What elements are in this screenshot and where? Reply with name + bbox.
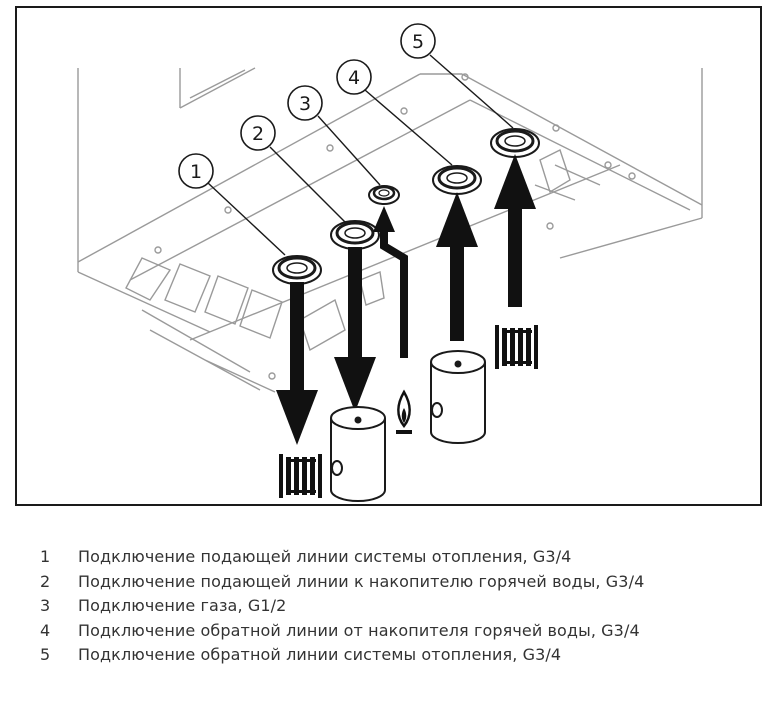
- legend-number: 5: [40, 645, 51, 664]
- leader-lines: [207, 54, 514, 256]
- fitting-3: [368, 185, 400, 205]
- arrow-down-2: [334, 247, 376, 412]
- legend-row: 5 Подключение обратной линии системы ото…: [40, 643, 770, 668]
- fitting-2: [330, 220, 380, 250]
- legend-text: Подключение подающей линии к накопителю …: [78, 571, 645, 591]
- callout-3-number: 3: [299, 93, 311, 115]
- radiator-icon: [279, 454, 322, 498]
- fitting-4: [432, 165, 482, 195]
- arrow-down-1: [276, 282, 318, 445]
- callout-1: 1: [178, 153, 214, 189]
- callout-1-number: 1: [190, 161, 202, 183]
- fitting-1: [272, 255, 322, 285]
- boiler-connections-diagram: 1 2 3 4 5: [77, 23, 703, 502]
- diagram-frame: [15, 6, 762, 506]
- gas-flame-icon: [396, 389, 412, 434]
- hot-water-tank-icon: [430, 350, 486, 444]
- arrow-up-5: [494, 154, 536, 307]
- legend-number: 1: [40, 547, 51, 566]
- legend-number: 4: [40, 620, 51, 640]
- fitting-5: [490, 128, 540, 158]
- callout-5: 5: [400, 23, 436, 59]
- legend-row: 3 Подключение газа, G1/2: [40, 594, 770, 619]
- legend-text: Подключение обратной линии от накопителя…: [78, 620, 640, 640]
- callout-4: 4: [336, 59, 372, 95]
- legend-number: 2: [40, 571, 51, 591]
- legend-text: Подключение обратной линии системы отопл…: [78, 645, 562, 664]
- legend-number: 3: [40, 596, 51, 615]
- legend-row: 2 Подключение подающей линии к накопител…: [40, 570, 770, 595]
- callout-3: 3: [287, 85, 323, 121]
- boiler-underside: [77, 67, 703, 393]
- callout-4-number: 4: [348, 67, 360, 89]
- callout-2-number: 2: [252, 123, 264, 145]
- callout-2: 2: [240, 115, 276, 151]
- hot-water-tank-icon: [330, 406, 386, 502]
- legend-row: 4 Подключение обратной линии от накопите…: [40, 619, 770, 644]
- legend-text: Подключение подающей линии системы отопл…: [78, 547, 572, 566]
- radiator-icon: [495, 325, 538, 369]
- callout-5-number: 5: [412, 31, 424, 53]
- legend-text: Подключение газа, G1/2: [78, 596, 287, 615]
- legend: 1 Подключение подающей линии системы ото…: [40, 545, 770, 668]
- arrow-gas-3: [373, 206, 408, 358]
- flow-arrows: [276, 154, 536, 445]
- arrow-up-4: [436, 192, 478, 341]
- legend-row: 1 Подключение подающей линии системы ото…: [40, 545, 770, 570]
